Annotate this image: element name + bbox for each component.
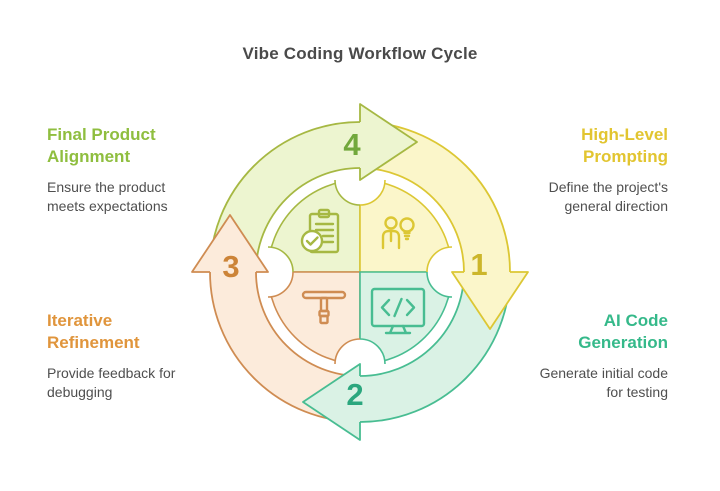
code-monitor-icon xyxy=(370,287,426,335)
step-2-heading: AI Code Generation xyxy=(578,311,668,353)
notch-arc xyxy=(359,179,386,206)
step-2-label: AI Code Generation Generate initial code… xyxy=(478,310,668,403)
step-2-description: Generate initial code for testing xyxy=(539,364,668,401)
ring-segment-step-3 xyxy=(210,272,360,422)
arrow-step-3-up xyxy=(191,214,269,273)
step-4-description: Ensure the product meets expectations xyxy=(47,178,168,215)
notch-arc xyxy=(359,338,386,365)
step-1-description: Define the project's general direction xyxy=(548,178,668,215)
ring-segment-step-4 xyxy=(210,122,360,272)
debug-tool-icon xyxy=(301,290,347,325)
arrows xyxy=(191,103,529,441)
step-3-label: Iterative Refinement Provide feedback fo… xyxy=(47,310,237,403)
ring-segments xyxy=(209,121,511,423)
step-number-4: 4 xyxy=(343,127,361,162)
notch-arc xyxy=(267,271,294,298)
step-number-2: 2 xyxy=(346,377,363,412)
notch-arc xyxy=(426,271,453,298)
ring-segment-step-1 xyxy=(360,122,510,272)
step-3-description: Provide feedback for debugging xyxy=(47,364,176,401)
ring-segment-step-2 xyxy=(360,272,510,422)
notch-arc xyxy=(426,246,453,273)
step-1-heading: High-Level Prompting xyxy=(581,125,668,167)
step-3-heading: Iterative Refinement xyxy=(47,311,140,353)
step-4-heading: Final Product Alignment xyxy=(47,125,156,167)
arrow-step-1-down xyxy=(451,271,529,330)
inner-quadrants xyxy=(267,179,453,365)
notch-arc xyxy=(334,338,361,365)
step-number-1: 1 xyxy=(470,247,487,282)
notch-arc xyxy=(334,179,361,206)
page-title: Vibe Coding Workflow Cycle xyxy=(242,44,478,63)
clipboard-check-icon xyxy=(300,208,340,254)
step-4-label: Final Product Alignment Ensure the produ… xyxy=(47,124,237,217)
arrow-step-2-left xyxy=(302,363,361,441)
arrow-step-4-right xyxy=(359,103,418,181)
step-number-3: 3 xyxy=(222,249,239,284)
person-idea-icon xyxy=(381,216,415,250)
step-1-label: High-Level Prompting Define the project'… xyxy=(478,124,668,217)
notch-arc xyxy=(267,246,294,273)
